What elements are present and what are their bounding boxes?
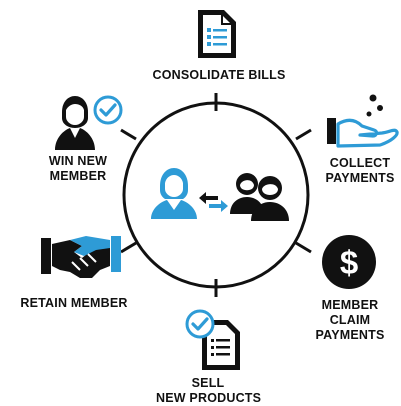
checklist-document-icon bbox=[185, 309, 240, 370]
label-consolidate-bills: CONSOLIDATE BILLS bbox=[152, 68, 286, 82]
member-group-icon bbox=[230, 173, 289, 221]
handshake-icon bbox=[41, 236, 121, 278]
label-collect-payments: COLLECT PAYMENTS bbox=[325, 156, 395, 185]
label-retain-member: RETAIN MEMBER bbox=[20, 296, 128, 310]
label-sell-new-products: SELL NEW PRODUCTS bbox=[156, 376, 262, 405]
document-list-icon bbox=[198, 10, 236, 58]
label-member-claim-payments: MEMBER CLAIM PAYMENTS bbox=[315, 298, 385, 342]
label-win-new-member: WIN NEW MEMBER bbox=[48, 154, 108, 183]
central-ring bbox=[122, 101, 310, 289]
ring-ticks bbox=[120, 93, 312, 297]
dollar-coin-icon: $ bbox=[322, 235, 376, 289]
hand-coins-icon bbox=[327, 94, 399, 148]
svg-text:$: $ bbox=[340, 244, 358, 281]
person-check-icon bbox=[55, 95, 123, 150]
exchange-arrows-icon bbox=[199, 192, 228, 212]
